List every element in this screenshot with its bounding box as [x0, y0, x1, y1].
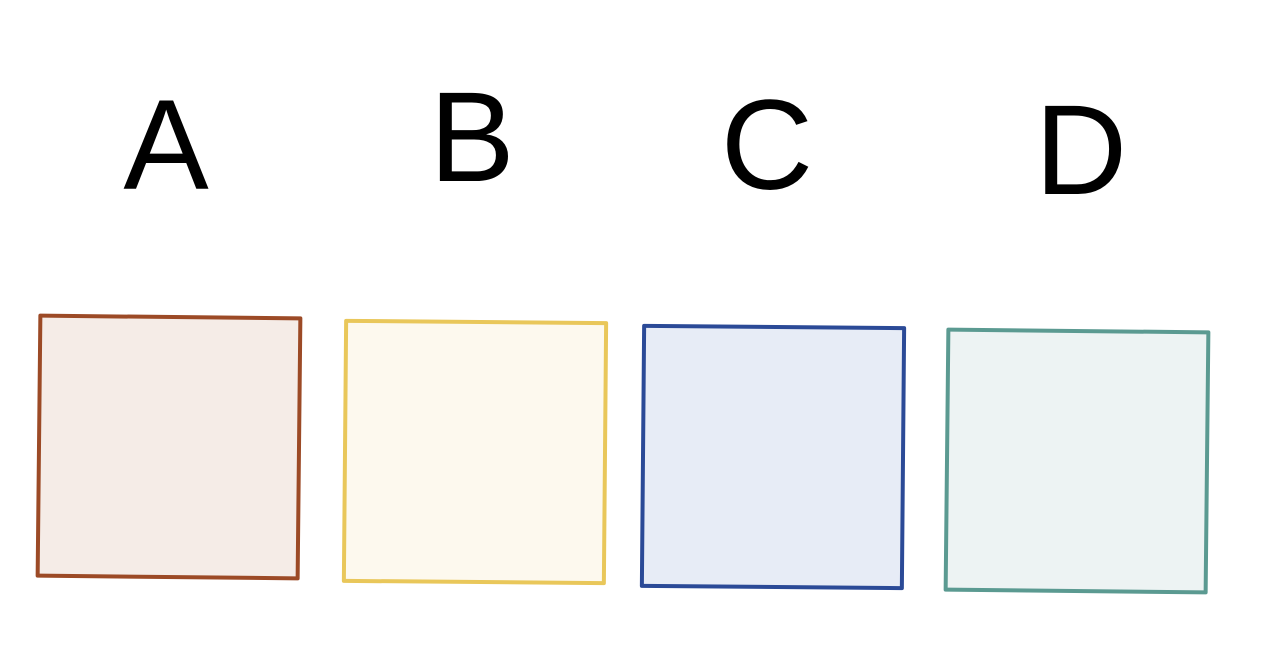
option-swatch-b	[341, 318, 609, 586]
option-swatch-a	[35, 313, 303, 581]
option-swatch-d	[943, 327, 1211, 595]
option-swatch-c	[639, 323, 907, 591]
option-label-b: B	[429, 66, 515, 209]
option-label-a: A	[123, 74, 209, 217]
option-label-d: D	[1034, 79, 1128, 222]
option-label-c: C	[720, 74, 814, 217]
